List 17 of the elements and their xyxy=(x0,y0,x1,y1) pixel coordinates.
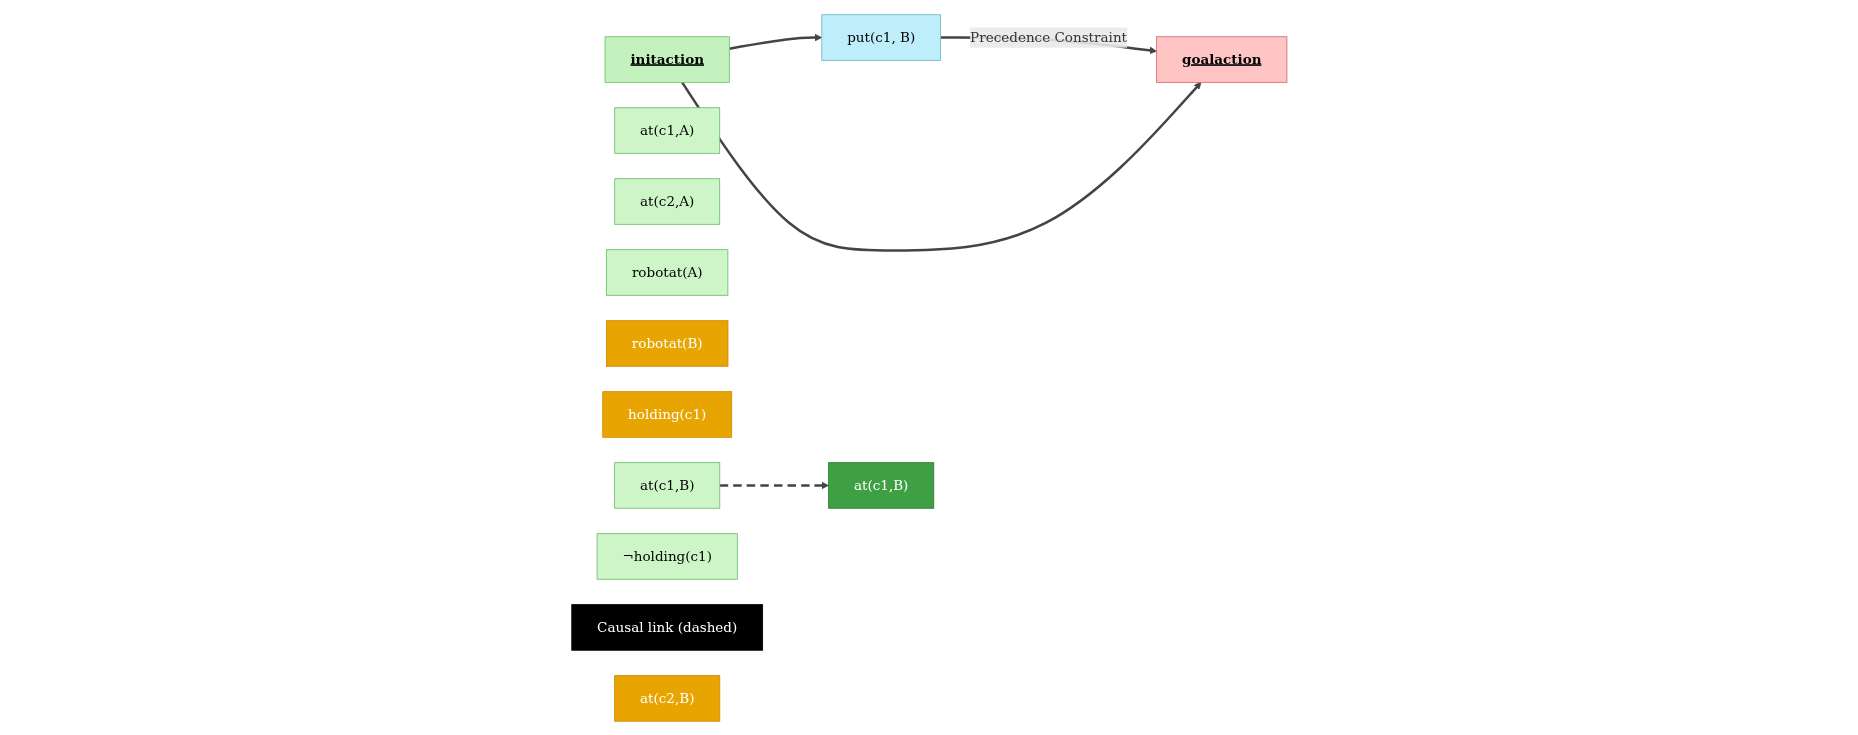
node-box: Causal link (dashed) xyxy=(571,603,763,651)
node-box: robotat(A) xyxy=(605,248,728,296)
edge-label: Precedence Constraint xyxy=(969,28,1127,45)
node-box: at(c1,B) xyxy=(613,461,720,509)
node-box: at(c1,B) xyxy=(827,461,934,509)
node-box: at(c2,A) xyxy=(613,177,720,225)
node-box: ¬holding(c1) xyxy=(596,532,738,580)
node-box: put(c1, B) xyxy=(821,13,941,61)
node-box: at(c1,A) xyxy=(613,106,720,154)
node-box: goalaction xyxy=(1155,35,1287,83)
node-box: holding(c1) xyxy=(601,390,732,438)
node-box: robotat(B) xyxy=(605,319,729,367)
arrow xyxy=(680,81,1202,252)
node-box: initaction xyxy=(604,35,730,83)
arrow xyxy=(719,481,829,489)
node-box: at(c2,B) xyxy=(613,674,720,722)
arrow xyxy=(728,33,822,50)
